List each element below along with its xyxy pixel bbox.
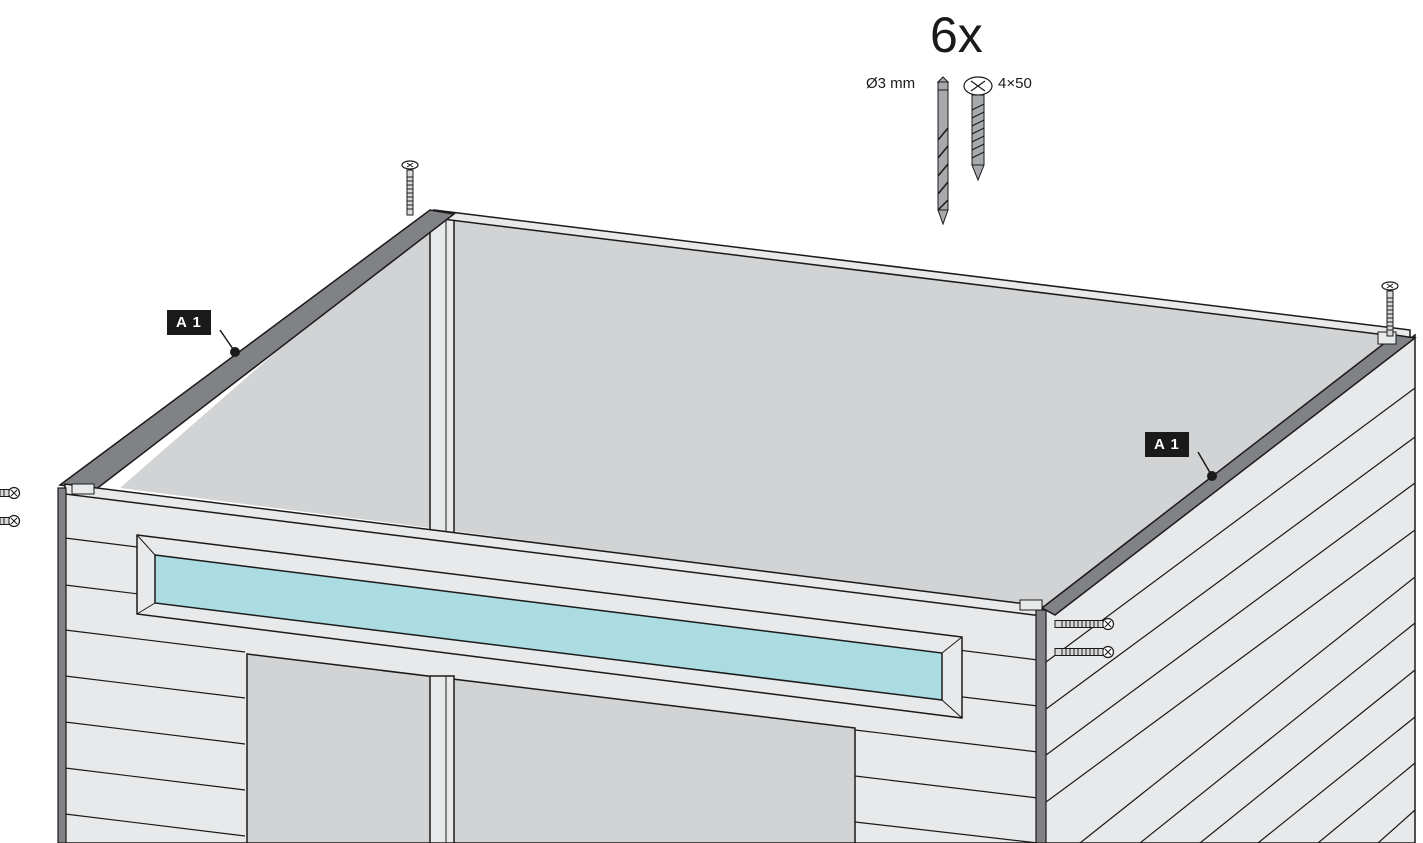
right-top-beam <box>1040 334 1417 616</box>
corner-post-right <box>1035 609 1047 843</box>
screw-spec-label: 4×50 <box>998 75 1032 92</box>
screw-icon <box>1054 645 1115 659</box>
part-label-a1-left: A 1 <box>167 310 211 335</box>
screw-icon <box>0 514 21 528</box>
quantity-label: 6x <box>930 7 983 63</box>
screw-icon <box>401 160 419 216</box>
drill-bit-icon <box>936 76 950 226</box>
door-opening <box>246 653 856 843</box>
drill-spec-label: Ø3 mm <box>866 75 916 92</box>
screw-icon <box>963 76 993 182</box>
screw-icon <box>0 486 21 500</box>
right-wall-plank-lines <box>1041 387 1416 843</box>
corner-post-left <box>57 487 67 843</box>
screw-icon <box>1054 617 1115 631</box>
part-label-a1-right: A 1 <box>1145 432 1189 457</box>
